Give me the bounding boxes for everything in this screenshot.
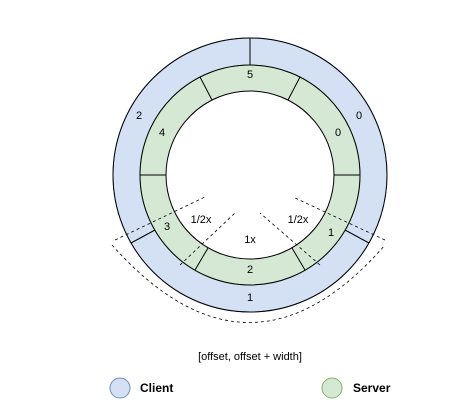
annotation-half-left: 1/2x: [191, 214, 212, 226]
annotation-half-right: 1/2x: [288, 214, 309, 226]
server-label-0: 0: [335, 127, 341, 139]
legend-client-swatch: [109, 377, 131, 399]
server-label-3: 3: [164, 221, 170, 233]
annotation-full: 1x: [244, 234, 256, 246]
server-label-1: 1: [328, 227, 334, 239]
server-label-4: 4: [159, 127, 165, 139]
server-label-5: 5: [247, 69, 253, 81]
server-label-2: 2: [247, 264, 253, 276]
client-dividers: [130, 38, 370, 244]
server-dividers: [140, 76, 360, 271]
legend-server-swatch: [321, 377, 343, 399]
legend-client-label: Client: [140, 381, 173, 395]
dashed-guides: [111, 196, 386, 323]
client-label-2: 2: [136, 110, 142, 122]
range-caption: [offset, offset + width]: [198, 351, 302, 363]
client-label-0: 0: [356, 110, 362, 122]
client-label-1: 1: [247, 292, 253, 304]
legend-server-label: Server: [353, 381, 391, 395]
